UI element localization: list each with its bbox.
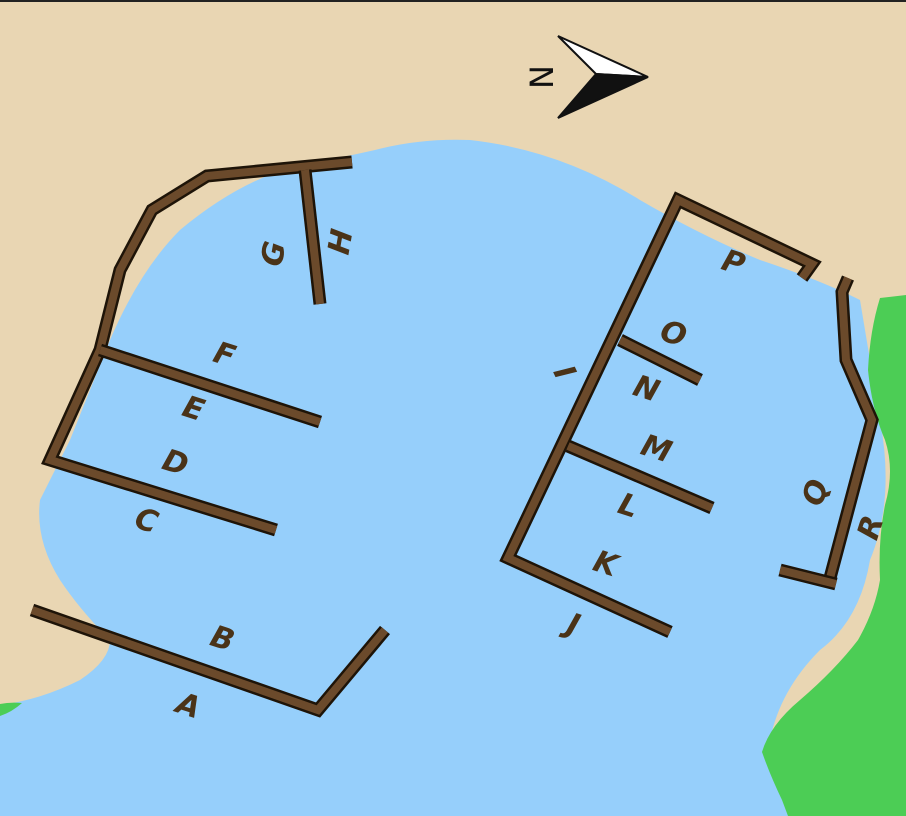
compass-rose: N — [523, 35, 649, 119]
dock-label-g: G — [255, 239, 294, 269]
compass-north-label: N — [523, 65, 561, 89]
water-area — [0, 139, 886, 816]
dock-structure-i-p — [499, 191, 822, 638]
dock-structure-qr — [778, 275, 879, 591]
vegetation-area — [762, 295, 906, 816]
dock-structure-ab — [29, 603, 390, 718]
dock-label-h: H — [322, 226, 361, 257]
compass-arrow-dark — [557, 72, 649, 119]
dock-structure-c-h — [41, 155, 353, 537]
vegetation-patch — [0, 702, 22, 716]
